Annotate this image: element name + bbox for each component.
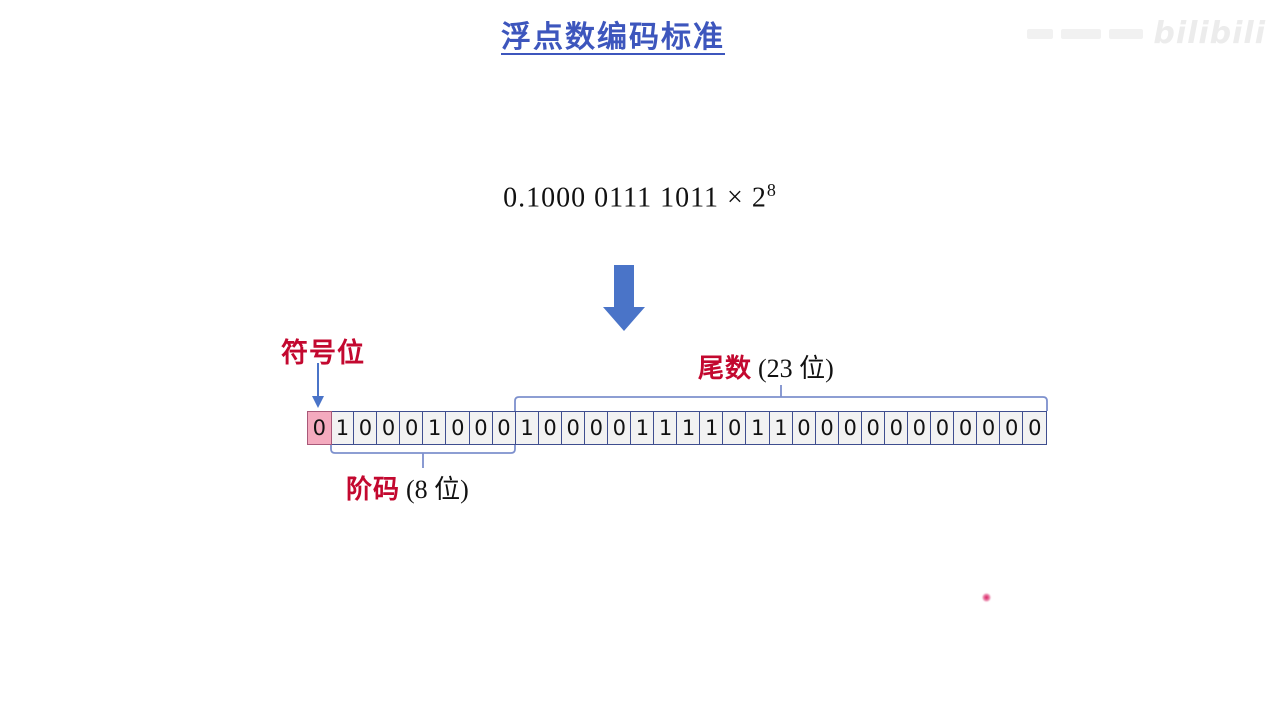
bit-cell: 0 [583, 411, 609, 445]
exponent-name: 阶码 [346, 475, 401, 504]
bit-cell: 1 [768, 411, 794, 445]
bit-cell: 0 [1022, 411, 1048, 445]
sign-pointer-arrow-icon [312, 363, 324, 408]
bit-cell: 1 [514, 411, 540, 445]
bit-cell: 1 [676, 411, 701, 445]
exponent-label: 阶码(8 位) [346, 469, 469, 506]
bit-cell: 0 [814, 411, 840, 445]
bit-cell: 0 [953, 411, 978, 445]
bit-cell: 0 [376, 411, 401, 445]
bit-cell: 0 [722, 411, 748, 445]
formula-mantissa: 0.1000 0111 1011 [503, 182, 720, 214]
bilibili-logo: bilibili [1153, 16, 1266, 51]
bit-cell: 0 [560, 411, 586, 445]
bit-cell: 1 [422, 411, 448, 445]
bit-cell: 0 [491, 411, 517, 445]
mantissa-label: 尾数(23 位) [698, 348, 834, 385]
bit-cell: 0 [976, 411, 1001, 445]
bit-cell: 0 [907, 411, 932, 445]
page-title: 浮点数编码标准 [501, 21, 725, 54]
bit-cell: 1 [745, 411, 771, 445]
bit-cell: 1 [330, 411, 355, 445]
formula-exponent: 8 [766, 180, 777, 200]
sign-bit-cell: 0 [307, 411, 332, 445]
bit-cell: 0 [607, 411, 632, 445]
exponent-bracket [330, 445, 516, 468]
multiply-sign: × [727, 182, 744, 214]
bit-cell: 0 [445, 411, 471, 445]
bit-cell: 0 [791, 411, 817, 445]
bit-cell: 0 [999, 411, 1025, 445]
watermark-smudge [1027, 28, 1144, 39]
bit-cell: 0 [399, 411, 424, 445]
sign-bit-label: 符号位 [281, 338, 365, 368]
bit-cell: 0 [468, 411, 494, 445]
bit-cell: 0 [837, 411, 863, 445]
laser-pointer-dot [982, 593, 991, 602]
mantissa-bracket [514, 385, 1048, 411]
bit-cell: 0 [537, 411, 563, 445]
mantissa-name: 尾数 [698, 354, 753, 383]
bit-cell: 0 [353, 411, 378, 445]
exponent-size: (8 位) [406, 475, 469, 504]
bit-cell: 1 [699, 411, 724, 445]
down-arrow-icon [603, 265, 645, 331]
formula-base: 2 [751, 182, 767, 214]
mantissa-size: (23 位) [758, 354, 834, 383]
bit-cell: 1 [630, 411, 655, 445]
bit-cell: 1 [653, 411, 678, 445]
bit-cell: 0 [930, 411, 955, 445]
floating-point-formula: 0.1000 0111 1011×28 [0, 180, 1280, 214]
bit-cell: 0 [860, 411, 886, 445]
watermark: bilibili [1027, 16, 1266, 51]
bit-cell: 0 [883, 411, 909, 445]
